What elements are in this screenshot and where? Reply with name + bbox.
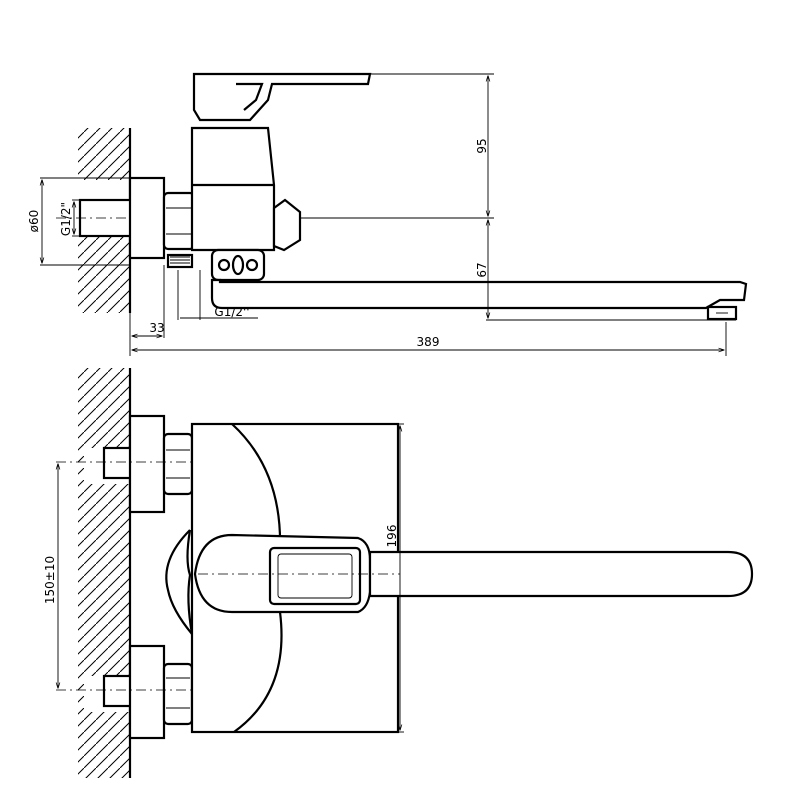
spout-side [210,278,748,321]
upper-inlet-front [56,414,206,514]
escutcheon-flange-side [128,176,166,260]
side-view: 95 67 ø60 G1/2" 33 G1/2'' 389 [27,72,748,356]
dim-flange-diameter: ø60 [27,210,41,233]
wall-section-side [78,128,132,313]
lever-front [193,533,372,614]
dim-inlet-thread-vertical: G1/2" [59,202,73,236]
dim-inlet-spacing: 150±10 [43,556,57,604]
spout-front [198,550,754,598]
dimension-lines-side [40,73,736,356]
dim-body-height-side: 95 [475,138,489,153]
lower-inlet-front [56,644,206,740]
dim-spout-height-side: 67 [475,262,489,277]
front-view: 196 150±10 [43,368,754,778]
hex-nut-side [162,191,196,269]
wall-section-front [78,368,132,778]
lever-handle-side [192,72,372,122]
dimension-lines-front [58,423,404,733]
dim-wall-offset: 33 [149,321,164,335]
dim-inlet-thread-horizontal: G1/2'' [214,305,249,319]
dim-overall-length: 389 [417,335,440,349]
mixer-body-side [190,126,302,282]
dim-body-height-front: 196 [385,525,399,548]
